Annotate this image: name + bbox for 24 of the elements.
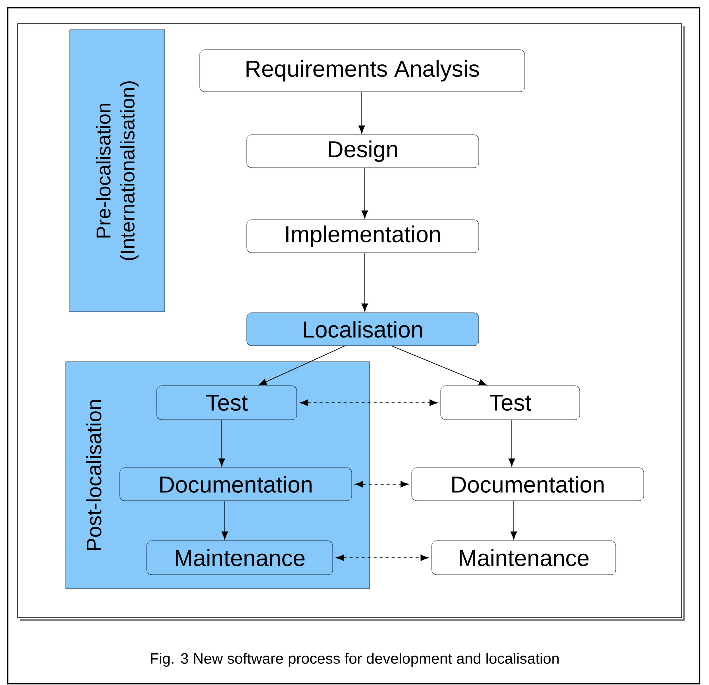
arrow: [300, 400, 438, 406]
arrow: [392, 346, 488, 386]
arrow: [218, 420, 226, 467]
process-box: Implementation: [246, 220, 480, 254]
process-box: Design: [246, 134, 480, 168]
process-box: Requirements Analysis: [200, 50, 526, 92]
caption: Fig. 3 New software process for development and localisation: [151, 653, 559, 667]
process-box: Localisation: [246, 312, 480, 346]
arrow: [508, 420, 516, 467]
arrow: [336, 554, 429, 562]
process-box: Documentation: [412, 468, 644, 502]
process-box: Documentation: [120, 468, 352, 502]
arrow: [355, 481, 409, 488]
arrow: [258, 346, 346, 386]
process-box: Test: [156, 386, 298, 420]
process-box: Maintenance: [146, 540, 334, 576]
process-box: Test: [440, 386, 580, 420]
phase-panel: Pre-localisation (Internationalisation): [70, 30, 166, 312]
arrow: [362, 168, 368, 219]
process-box: Maintenance: [432, 540, 616, 576]
arrow: [362, 252, 368, 312]
arrow: [222, 500, 228, 540]
arrow: [510, 500, 518, 540]
arrow: [358, 92, 366, 134]
